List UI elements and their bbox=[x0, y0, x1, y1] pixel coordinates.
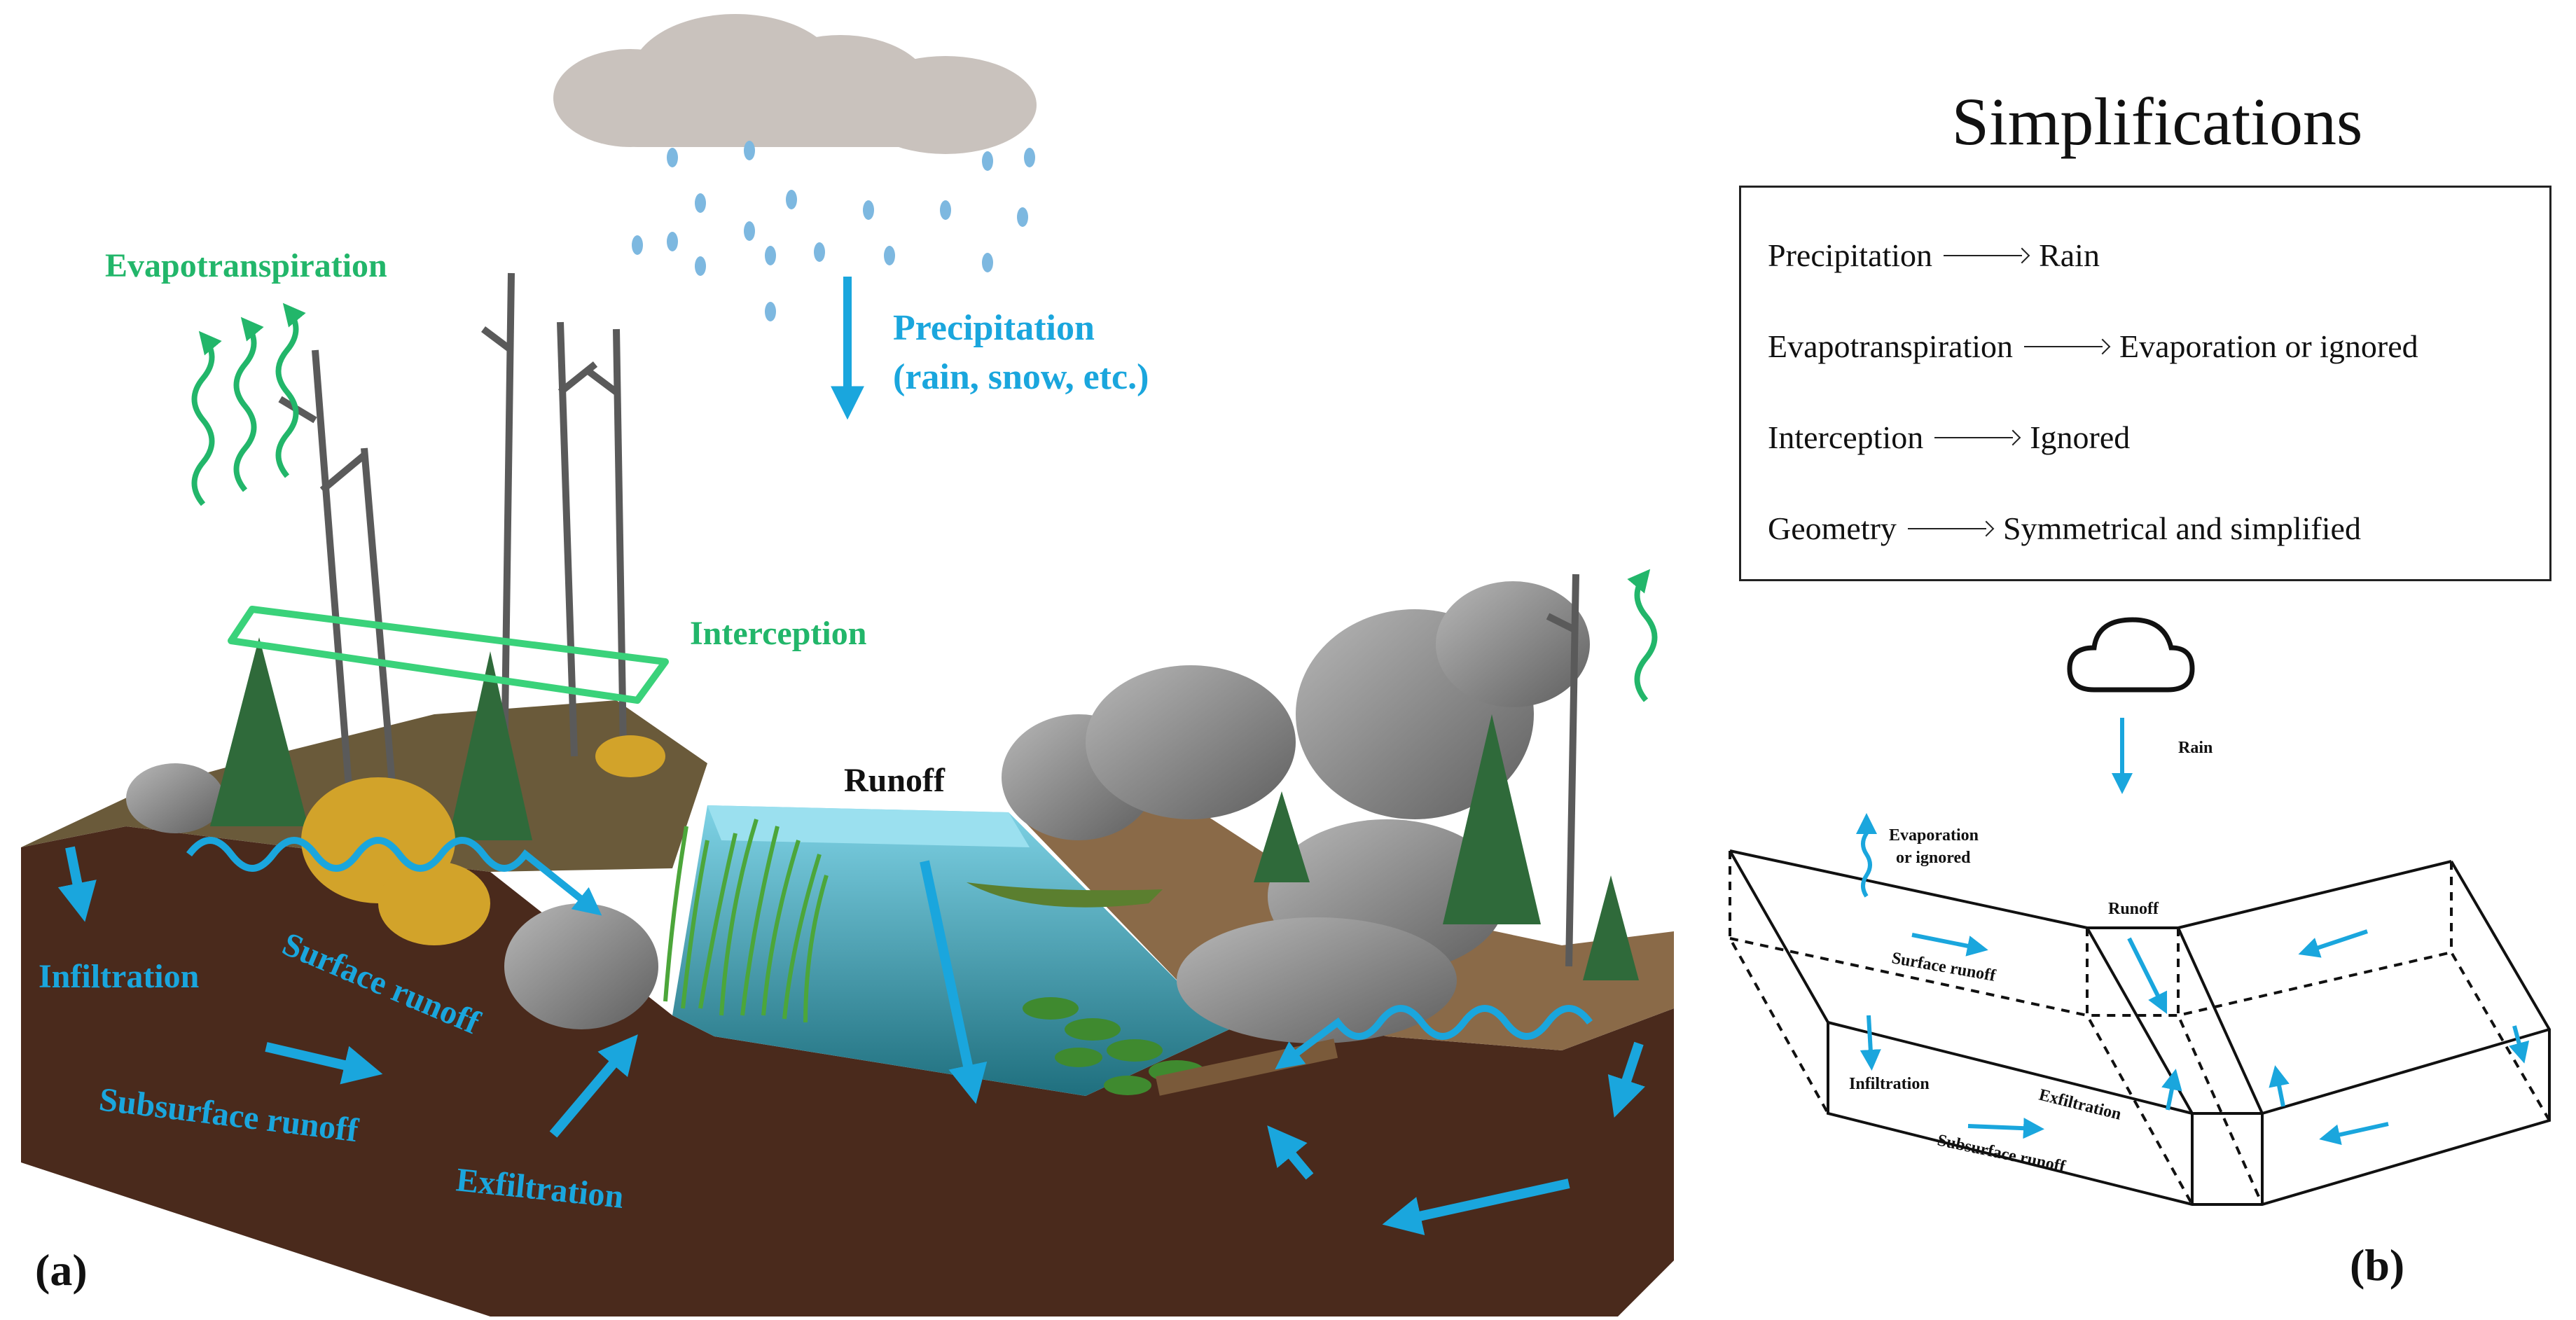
surface-runoff-arrow bbox=[186, 837, 602, 916]
rule-to: Rain bbox=[2039, 237, 2100, 273]
cloud-icon bbox=[553, 14, 1037, 154]
schematic-label-evaporation-note: or ignored bbox=[1896, 849, 1971, 867]
rule-to: Symmetrical and simplified bbox=[2002, 510, 2361, 546]
panel-b-tag: (b) bbox=[2350, 1240, 2405, 1290]
panel-b-schematic: Rain bbox=[1729, 617, 2551, 1206]
conifers bbox=[210, 637, 1639, 980]
reeds bbox=[663, 819, 829, 1023]
rule-from: Geometry bbox=[1768, 510, 1897, 546]
label-infiltration: Infiltration bbox=[39, 958, 199, 995]
label-precipitation-detail: (rain, snow, etc.) bbox=[893, 357, 1149, 397]
label-evapotranspiration: Evapotranspiration bbox=[105, 247, 387, 284]
simplifications-title: Simplifications bbox=[1951, 84, 2363, 159]
rule-precipitation: Precipitation Rain bbox=[1768, 237, 2100, 274]
simplifications-box: Precipitation Rain Evapotranspiration Ev… bbox=[1739, 186, 2551, 581]
lily-pads bbox=[1023, 997, 1205, 1095]
schematic-label-subsurface-runoff: Subsurface runoff bbox=[1936, 1131, 2068, 1176]
arrow-right-icon bbox=[2024, 333, 2108, 361]
label-rain: Rain bbox=[2178, 739, 2213, 757]
right-surface-runoff-arrow bbox=[1275, 1005, 1593, 1070]
cloud-outline-icon bbox=[2067, 617, 2195, 693]
arrow-right-icon bbox=[1934, 424, 2018, 452]
rule-to: Evaporation or ignored bbox=[2119, 328, 2418, 364]
flow-arrows bbox=[57, 846, 1645, 1235]
arrow-right-icon bbox=[1907, 515, 1992, 543]
label-runoff: Runoff bbox=[844, 762, 946, 799]
rule-interception: Interception Ignored bbox=[1768, 419, 2130, 456]
rule-evapotranspiration: Evapotranspiration Evaporation or ignore… bbox=[1768, 328, 2418, 365]
lake-surface bbox=[707, 805, 1030, 847]
schematic-flow-arrows bbox=[1856, 813, 2530, 1146]
label-precipitation: Precipitation bbox=[893, 308, 1095, 348]
schematic-label-infiltration: Infiltration bbox=[1849, 1075, 1930, 1093]
panel-a-landscape: Evapotranspiration Precipitation (rain, … bbox=[21, 14, 1674, 1316]
rule-from: Evapotranspiration bbox=[1768, 328, 2014, 364]
interception-zone bbox=[228, 606, 669, 704]
lake bbox=[672, 805, 1275, 1096]
evapotranspiration-arrows bbox=[191, 303, 1658, 702]
raindrops bbox=[632, 141, 1035, 321]
rule-geometry: Geometry Symmetrical and simplified bbox=[1768, 510, 2361, 547]
schematic-label-runoff: Runoff bbox=[2108, 900, 2159, 918]
schematic-label-surface-runoff: Surface runoff bbox=[1890, 949, 1997, 985]
canoe bbox=[967, 882, 1163, 908]
dead-trees bbox=[278, 272, 1579, 967]
rule-from: Interception bbox=[1768, 419, 1924, 455]
rule-from: Precipitation bbox=[1768, 237, 1933, 273]
schematic-block bbox=[1729, 849, 2551, 1206]
label-interception: Interception bbox=[690, 615, 866, 652]
rule-to: Ignored bbox=[2030, 419, 2131, 455]
schematic-label-evaporation: Evaporation bbox=[1889, 826, 1979, 845]
soil-block bbox=[21, 826, 1674, 1316]
arrow-right-icon bbox=[1944, 242, 2028, 270]
panel-a-tag: (a) bbox=[35, 1245, 88, 1295]
boulders bbox=[126, 581, 1590, 1043]
